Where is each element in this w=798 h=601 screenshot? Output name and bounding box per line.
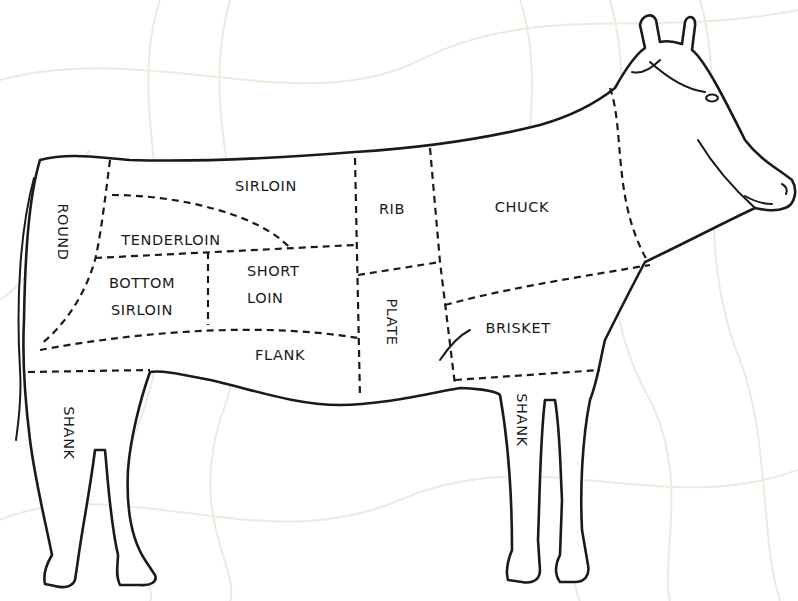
cut-lines bbox=[28, 88, 650, 398]
cut-label: SHORT LOIN bbox=[247, 258, 325, 312]
cut-boundary bbox=[40, 330, 358, 350]
face-line bbox=[650, 62, 705, 92]
cut-boundary bbox=[28, 370, 150, 372]
cow-outline bbox=[23, 15, 795, 587]
cut-label: TENDERLOIN bbox=[121, 227, 220, 254]
cut-boundary bbox=[207, 252, 209, 325]
cut-boundary bbox=[610, 88, 648, 262]
cut-label: SHANK bbox=[508, 393, 535, 446]
cut-boundary bbox=[40, 160, 110, 345]
mouth-line bbox=[745, 196, 772, 204]
cow-eye bbox=[706, 95, 718, 102]
cut-label: FLANK bbox=[255, 342, 305, 369]
cut-label: BOTTOM SIRLOIN bbox=[92, 270, 192, 324]
cut-label: ROUND bbox=[49, 203, 76, 260]
cut-label: SIRLOIN bbox=[235, 173, 297, 200]
cut-label: RIB bbox=[379, 196, 405, 223]
cut-boundary bbox=[355, 158, 360, 398]
cut-label: PLATE bbox=[378, 299, 405, 346]
ear-line bbox=[632, 60, 660, 73]
leg-line bbox=[440, 330, 470, 360]
cut-boundary bbox=[455, 370, 600, 380]
cut-boundary bbox=[445, 265, 650, 305]
tail-line bbox=[16, 178, 34, 440]
nostril bbox=[782, 184, 787, 194]
cut-label: BRISKET bbox=[485, 315, 550, 342]
cut-boundary bbox=[430, 148, 455, 385]
cut-boundary bbox=[358, 262, 440, 275]
cut-label: SHANK bbox=[55, 406, 82, 459]
cut-label: CHUCK bbox=[495, 194, 549, 221]
